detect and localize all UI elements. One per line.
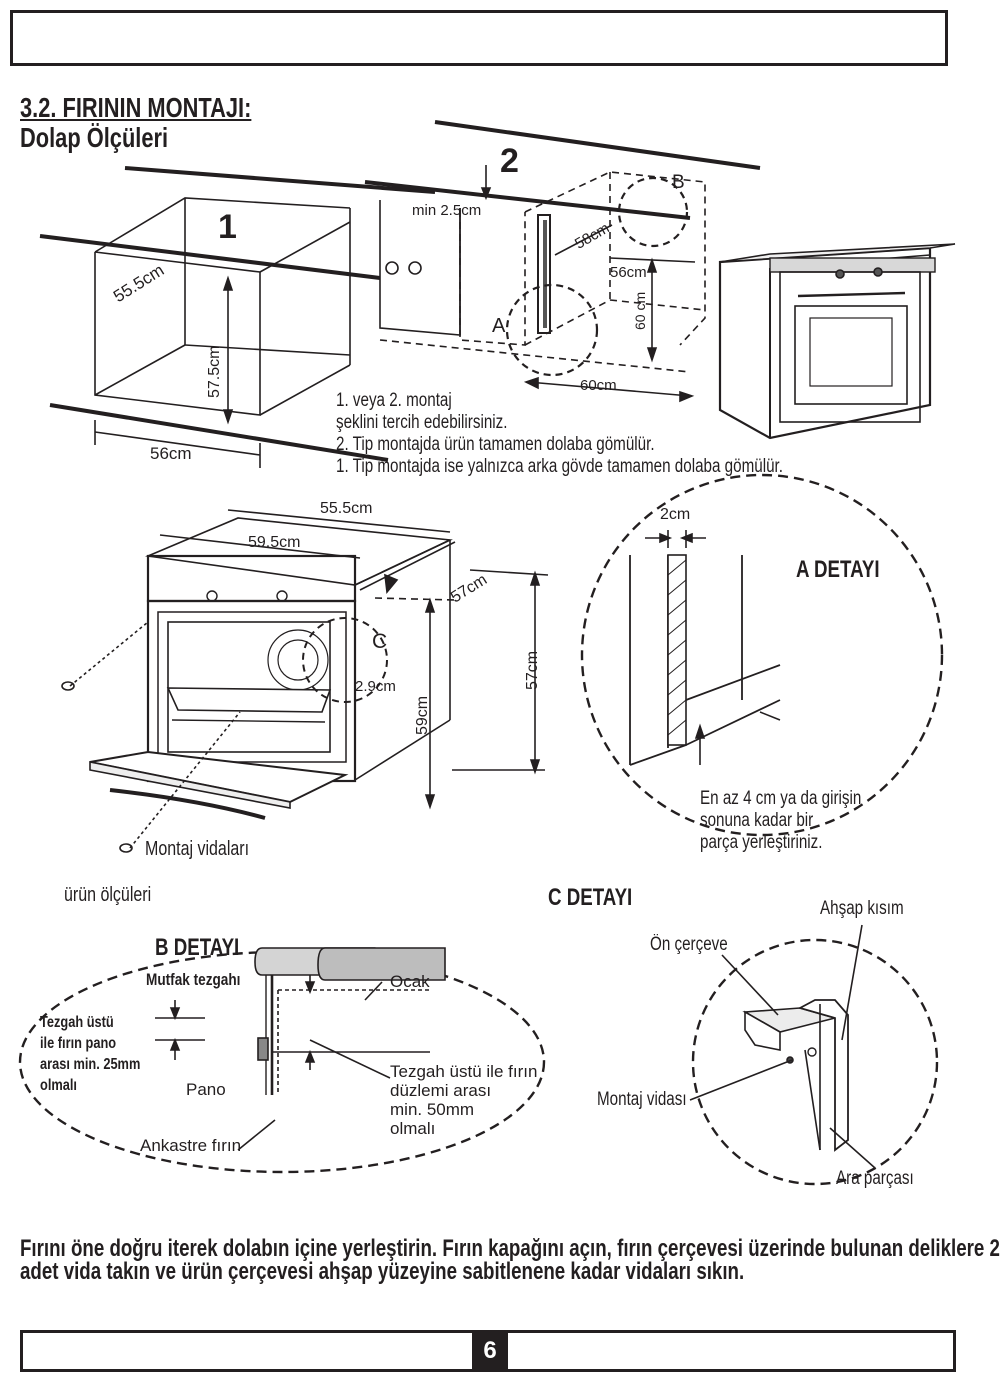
product-frame: 2.9cm <box>355 678 396 695</box>
page-number-box: 6 <box>472 1330 508 1372</box>
b-left-note-3: arası min. 25mm <box>40 1056 141 1073</box>
install-note-1: 1. veya 2. montaj <box>336 390 452 411</box>
product-width-top: 55.5cm <box>320 500 373 517</box>
a-detail-gap: 2cm <box>660 506 691 523</box>
type2-gap-label: min 2.5cm <box>412 202 482 219</box>
oven-side-illustration <box>718 243 956 440</box>
type1-height-label: 57.5cm <box>206 345 223 398</box>
install-note-3: 2. Tip montajda ürün tamamen dolaba gömü… <box>336 434 655 455</box>
header-frame <box>10 10 948 66</box>
type2-outer-width-label: 60cm <box>580 377 617 394</box>
b-left-note-4: olmalı <box>40 1077 77 1094</box>
a-detail-note-3: parça yerleştiriniz. <box>700 832 823 853</box>
page-number: 6 <box>483 1337 497 1364</box>
c-wood-part-label: Ahşap kısım <box>820 898 904 919</box>
type2-inner-width-label: 56cm <box>610 264 647 281</box>
product-width-front: 59.5cm <box>248 534 301 551</box>
a-detail-title: A DETAYI <box>796 556 880 583</box>
type2-number: 2 <box>500 142 519 180</box>
c-detail-drawing <box>689 924 939 1186</box>
a-detail-note-2: sonuna kadar bir <box>700 810 814 831</box>
b-right-note-3: min. 50mm <box>390 1100 475 1119</box>
c-detail-title: C DETAYI <box>548 884 633 911</box>
a-detail-note-1: En az 4 cm ya da girişin <box>700 788 862 809</box>
b-right-note-2: düzlemi arası <box>390 1081 492 1100</box>
instruction-line-1: Fırını öne doğru iterek dolabın içine ye… <box>20 1235 1000 1262</box>
type1-width-label: 56cm <box>150 444 192 463</box>
cabinet-type1-drawing <box>39 166 436 468</box>
b-countertop-label: Mutfak tezgahı <box>146 970 241 989</box>
type2-label-b: B <box>672 172 685 193</box>
a-detail-drawing <box>580 473 944 837</box>
product-height-body: 57cm <box>524 650 541 690</box>
section-subtitle: Dolap Ölçüleri <box>20 122 169 153</box>
b-panel-label: Pano <box>186 1080 226 1099</box>
instruction-line-2: adet vida takın ve ürün çerçevesi ahşap … <box>20 1258 745 1285</box>
type2-label-a: A <box>492 315 506 337</box>
oven-product-drawing <box>61 509 549 853</box>
install-note-4: 1. Tip montajda ise yalnızca arka gövde … <box>336 456 783 477</box>
c-screw-label: Montaj vidası <box>597 1089 687 1110</box>
product-dims-caption: ürün ölçüleri <box>64 884 152 906</box>
b-left-note-1: Tezgah üstü <box>40 1014 114 1031</box>
b-detail-title: B DETAYI <box>155 934 240 961</box>
c-spacer-label: Ara parçası <box>836 1168 914 1189</box>
installation-diagram <box>18 120 956 1186</box>
type2-height-label: 60 cm <box>632 291 648 330</box>
c-front-frame-label: Ön çerçeve <box>650 934 728 955</box>
install-note-2: şeklini tercih edebilirsiniz. <box>336 412 508 433</box>
b-right-note-1: Tezgah üstü ile fırın <box>390 1062 538 1081</box>
product-label-c: C <box>372 630 388 653</box>
product-height-front: 59cm <box>414 695 431 735</box>
b-right-note-4: olmalı <box>390 1119 436 1138</box>
b-detail-drawing <box>18 947 546 1174</box>
section-title: 3.2. FIRININ MONTAJI: <box>20 92 252 123</box>
cabinet-type2-drawing <box>364 120 761 403</box>
type1-number: 1 <box>218 208 237 246</box>
b-builtin-oven-label: Ankastre fırın <box>140 1136 242 1155</box>
mounting-screws-label: Montaj vidaları <box>145 838 250 860</box>
b-hob-label: Ocak <box>390 972 430 991</box>
b-left-note-2: ile fırın pano <box>40 1035 117 1052</box>
